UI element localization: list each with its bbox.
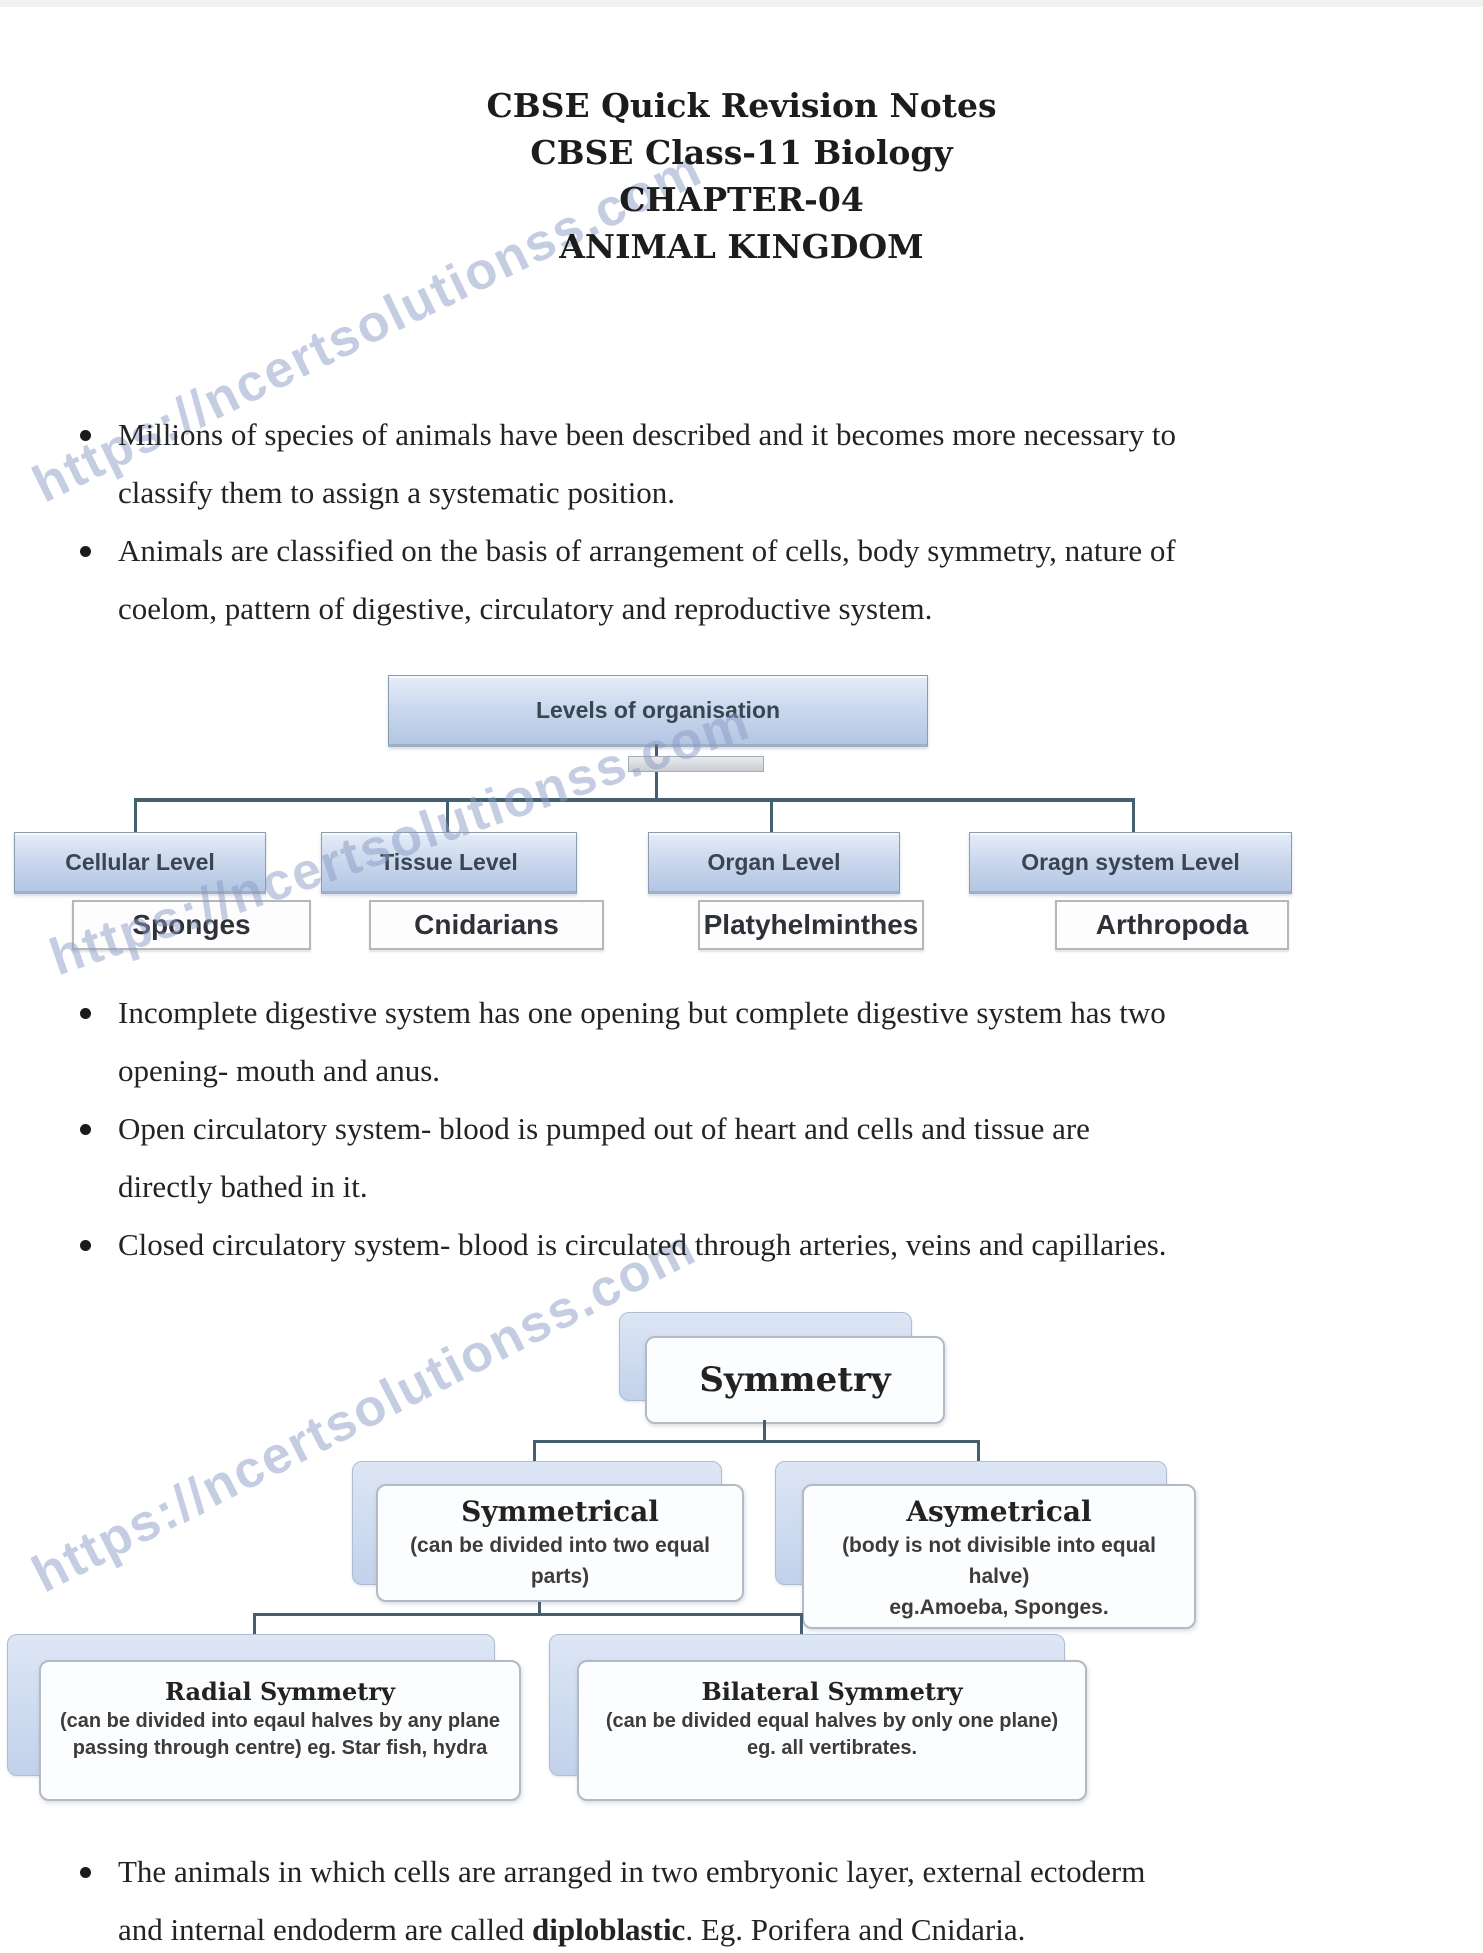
connector-line <box>770 802 773 832</box>
list-item: Animals are classified on the basis of a… <box>78 522 1176 638</box>
node-subtext: eg. all vertibrates. <box>746 1737 918 1759</box>
connector-line <box>134 802 137 832</box>
level-box-organ: Organ Level <box>648 832 900 894</box>
doc-subtitle-line: CBSE Class-11 Biology <box>530 133 953 172</box>
level-box-tissue: Tissue Level <box>321 832 577 894</box>
list-item: Incomplete digestive system has one open… <box>78 984 1167 1100</box>
connector-line <box>538 1602 541 1613</box>
bullet-dot <box>80 430 91 441</box>
node-example: eg.Amoeba, Sponges. <box>889 1596 1109 1619</box>
bullet-text-line: and internal endoderm are called diplobl… <box>118 1901 1145 1953</box>
symmetry-diagram: Symmetry Symmetrical (can be divided int… <box>0 1300 1483 1820</box>
symmetrical-box: Symmetrical (can be divided into two equ… <box>376 1484 744 1602</box>
connector-line <box>253 1613 803 1616</box>
bullet-text-line: opening- mouth and anus. <box>118 1053 441 1088</box>
node-subtext: (can be divided into eqaul halves by any… <box>59 1710 501 1732</box>
list-item: Closed circulatory system- blood is circ… <box>78 1216 1167 1274</box>
bullet-list-bottom: The animals in which cells are arranged … <box>78 1843 1145 1953</box>
bullet-text-line: Millions of species of animals have been… <box>118 417 1176 452</box>
diagram-root-box: Levels of organisation <box>388 675 928 747</box>
collapsed-node <box>628 756 764 772</box>
node-subtext: (body is not divisible into equal <box>842 1534 1156 1557</box>
level-box-organ-system: Oragn system Level <box>969 832 1292 894</box>
bullet-text-segment: . Eg. Porifera and Cnidaria. <box>685 1912 1026 1947</box>
bullet-text-bold-segment: diploblastic <box>532 1912 686 1947</box>
chapter-line: CHAPTER-04 <box>619 180 864 219</box>
levels-of-organisation-diagram: Levels of organisation Cellular Level Ti… <box>0 660 1483 980</box>
node-subtext: (can be divided equal halves by only one… <box>605 1710 1059 1732</box>
bullet-text-line: classify them to assign a systematic pos… <box>118 475 676 510</box>
bullet-dot <box>80 1240 91 1251</box>
list-item: The animals in which cells are arranged … <box>78 1843 1145 1953</box>
bullet-text-line: Open circulatory system- blood is pumped… <box>118 1111 1090 1146</box>
connector-line <box>446 802 449 832</box>
node-subtext: (can be divided into two equal <box>410 1534 710 1557</box>
bullet-list-middle: Incomplete digestive system has one open… <box>78 984 1167 1274</box>
connector-line <box>655 744 658 800</box>
connector-line <box>253 1616 256 1634</box>
node-title: Radial Symmetry <box>165 1677 395 1706</box>
asymetrical-box: Asymetrical (body is not divisible into … <box>802 1484 1196 1629</box>
node-subtext: parts) <box>530 1565 590 1588</box>
connector-line <box>134 798 1135 802</box>
example-box-cnidarians: Cnidarians <box>369 900 604 950</box>
node-subtext: passing through centre) eg. Star fish, h… <box>72 1737 488 1759</box>
page-header: CBSE Quick Revision Notes CBSE Class-11 … <box>0 82 1483 270</box>
node-title: Asymetrical <box>906 1495 1092 1528</box>
connector-line <box>800 1616 803 1634</box>
page-edge-strip <box>0 0 1483 7</box>
list-item: Open circulatory system- blood is pumped… <box>78 1100 1167 1216</box>
bullet-text-line: Incomplete digestive system has one open… <box>118 995 1166 1030</box>
list-item: Millions of species of animals have been… <box>78 406 1176 522</box>
bullet-dot <box>80 546 91 557</box>
connector-line <box>763 1420 766 1442</box>
connector-line <box>1132 802 1135 832</box>
example-box-sponges: Sponges <box>72 900 311 950</box>
bullet-text-line: Closed circulatory system- blood is circ… <box>118 1227 1167 1262</box>
node-title: Symmetrical <box>461 1495 659 1528</box>
bullet-dot <box>80 1867 91 1878</box>
bilateral-symmetry-box: Bilateral Symmetry (can be divided equal… <box>577 1660 1087 1801</box>
bullet-text-segment: and internal endoderm are called <box>118 1912 532 1947</box>
chapter-title-line: ANIMAL KINGDOM <box>559 227 924 266</box>
connector-line <box>533 1443 536 1461</box>
bullet-dot <box>80 1124 91 1135</box>
connector-line <box>533 1440 980 1443</box>
bullet-text-line: directly bathed in it. <box>118 1169 368 1204</box>
bullet-text-line: The animals in which cells are arranged … <box>118 1854 1146 1889</box>
bullet-text-line: Animals are classified on the basis of a… <box>118 533 1176 568</box>
example-box-platyhelminthes: Platyhelminthes <box>698 900 924 950</box>
bullet-dot <box>80 1008 91 1019</box>
bullet-list-top: Millions of species of animals have been… <box>78 406 1176 638</box>
node-title: Bilateral Symmetry <box>701 1677 963 1706</box>
connector-line <box>977 1443 980 1461</box>
radial-symmetry-box: Radial Symmetry (can be divided into eqa… <box>39 1660 521 1801</box>
node-subtext: halve) <box>968 1565 1030 1588</box>
symmetry-root-box: Symmetry <box>645 1336 945 1424</box>
node-title: Symmetry <box>699 1360 891 1400</box>
bullet-text-line: coelom, pattern of digestive, circulator… <box>118 591 933 626</box>
example-box-arthropoda: Arthropoda <box>1055 900 1289 950</box>
doc-title-line: CBSE Quick Revision Notes <box>486 86 997 125</box>
level-box-cellular: Cellular Level <box>14 832 266 894</box>
